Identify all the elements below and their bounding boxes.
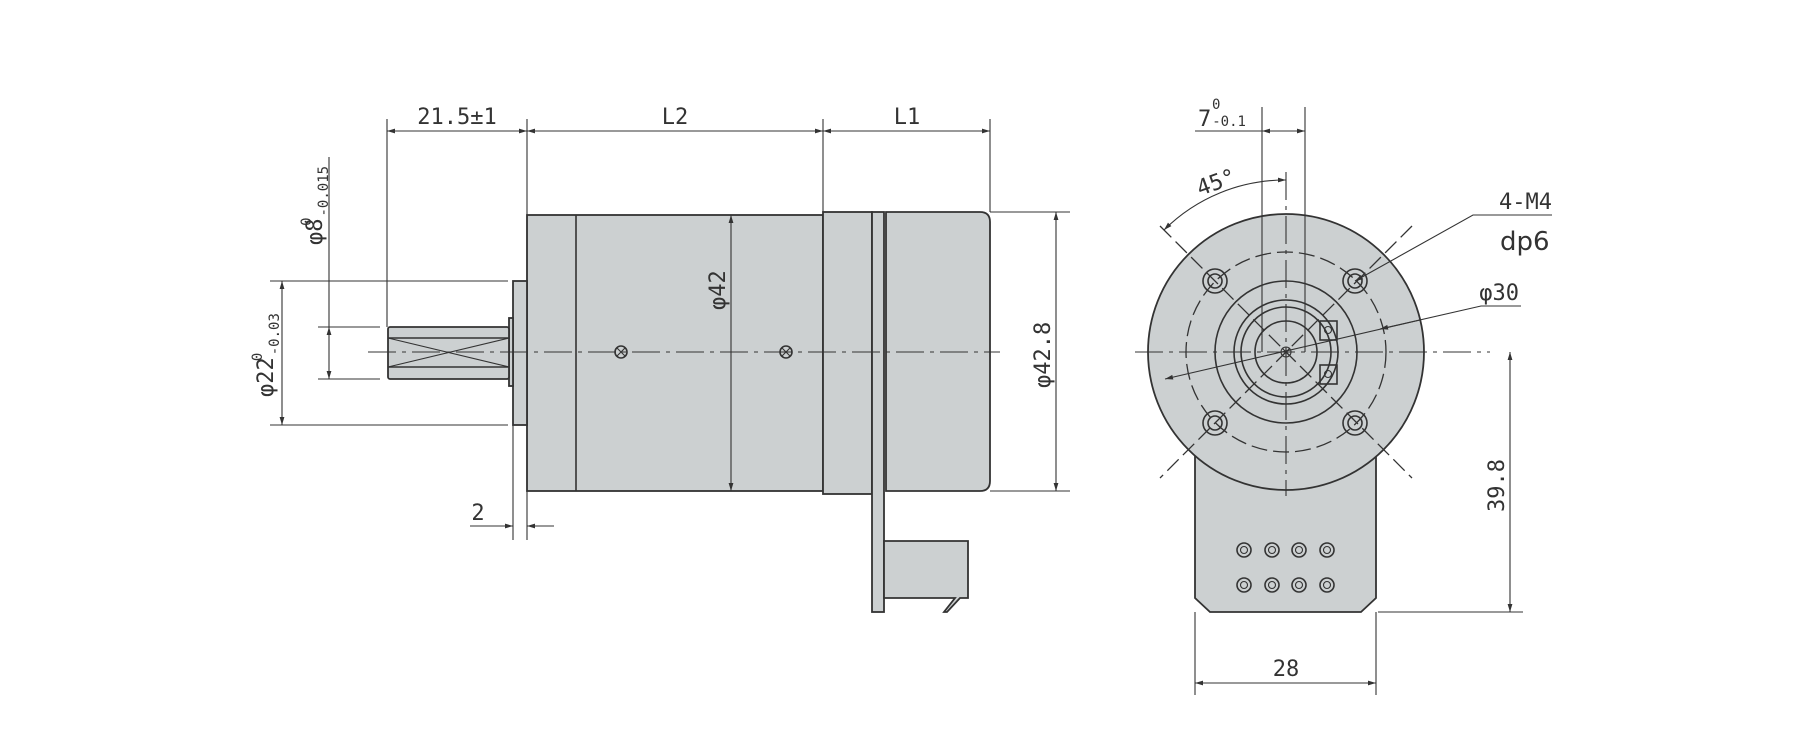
rear-cap (885, 211, 991, 492)
flat-tolerance-label: 7-0.10 (1198, 97, 1246, 132)
mount-hole (1342, 268, 1368, 294)
connector (883, 540, 969, 613)
pilot-flange (512, 280, 528, 426)
motor-section (822, 211, 873, 495)
l1-label: L1 (894, 105, 921, 130)
width-label: 28 (1273, 657, 1300, 682)
mount-hole (1202, 410, 1228, 436)
thread-label: 4-M4 (1499, 190, 1552, 215)
depth-label: dp6 (1500, 227, 1550, 257)
flange-thickness-label: 2 (471, 501, 484, 526)
mount-hole (1342, 410, 1368, 436)
connector-pins (1236, 542, 1335, 593)
height-label: 39.8 (1485, 459, 1510, 512)
bolt-circle-label: φ30 (1479, 281, 1519, 306)
mount-plate (871, 211, 885, 613)
pilot-diameter-label: φ22-0.030 (250, 313, 283, 397)
rear-diameter-label: φ42.8 (1031, 322, 1056, 388)
l2-label: L2 (662, 105, 689, 130)
shaft-length-label: 21.5±1 (417, 105, 496, 130)
angle-label: 45° (1194, 165, 1240, 202)
front-view: 7-0.10 45° 4-M4 dp6 φ30 39.8 28 (1135, 97, 1552, 695)
body-diameter-label: φ42 (706, 270, 731, 310)
side-view: 21.5±1 L2 L1 φ8-0.0150 φ22-0.030 φ42 φ42… (250, 105, 1070, 613)
gearbox-body (526, 214, 824, 492)
shaft-diameter-label: φ8-0.0150 (299, 166, 332, 245)
mount-hole (1202, 268, 1228, 294)
